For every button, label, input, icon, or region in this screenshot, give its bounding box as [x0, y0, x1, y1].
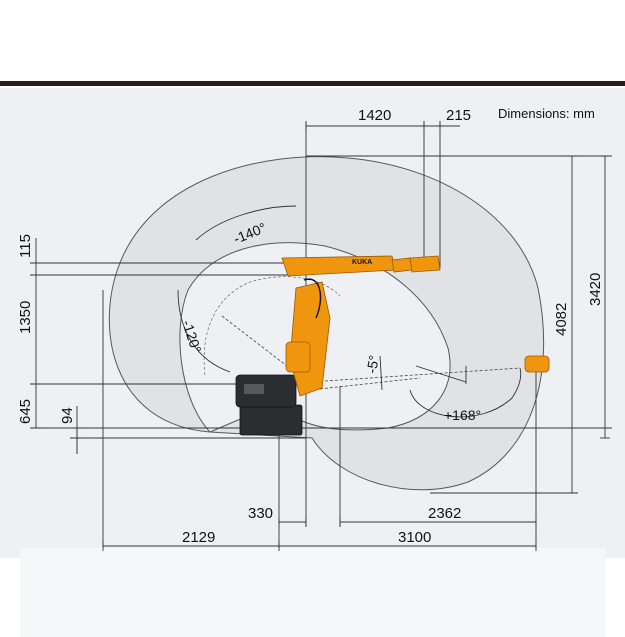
dim-label-2129: 2129 — [182, 529, 215, 546]
angle-arc-140 — [195, 205, 297, 241]
dimension-ticks — [31, 121, 610, 551]
dim-label-645: 645 — [17, 399, 34, 424]
angle-label-a3: -5° — [363, 354, 382, 375]
robot-wrist — [391, 257, 413, 273]
robot-base-detail — [244, 384, 264, 394]
angle-line-a3-upper — [309, 367, 521, 383]
dim-label-115: 115 — [17, 234, 34, 258]
robot-cable — [303, 278, 322, 319]
envelope-dashed-arc — [203, 276, 341, 376]
dim-label-3100: 3100 — [398, 529, 431, 546]
robot-brand-label: KUKA — [352, 259, 372, 266]
dim-label-330: 330 — [248, 505, 273, 522]
angle-label-a4: +168° — [444, 407, 481, 423]
footer-area — [20, 548, 605, 637]
angle-line-a3-lower — [309, 377, 421, 391]
dim-label-1350: 1350 — [17, 301, 34, 334]
angle-arc-5 — [379, 355, 383, 391]
angle-arc-120 — [177, 289, 231, 373]
robot-extended-tool — [524, 355, 550, 373]
units-note: Dimensions: mm — [498, 106, 595, 121]
robot-base-rotor — [235, 374, 297, 408]
robot-counterweight — [285, 341, 311, 373]
robot-base-plate — [239, 404, 303, 436]
angle-arc-168 — [409, 367, 522, 418]
dim-label-3420: 3420 — [587, 273, 604, 306]
header-divider-bar — [0, 81, 625, 86]
ref-line-wrist-inner — [415, 365, 467, 383]
dim-label-94: 94 — [59, 407, 76, 424]
dim-label-4082: 4082 — [553, 303, 570, 336]
robot-flange-envelope — [409, 255, 441, 273]
dim-label-1420: 1420 — [358, 107, 391, 124]
dim-label-2362: 2362 — [428, 505, 461, 522]
dim-label-215: 215 — [446, 107, 471, 124]
